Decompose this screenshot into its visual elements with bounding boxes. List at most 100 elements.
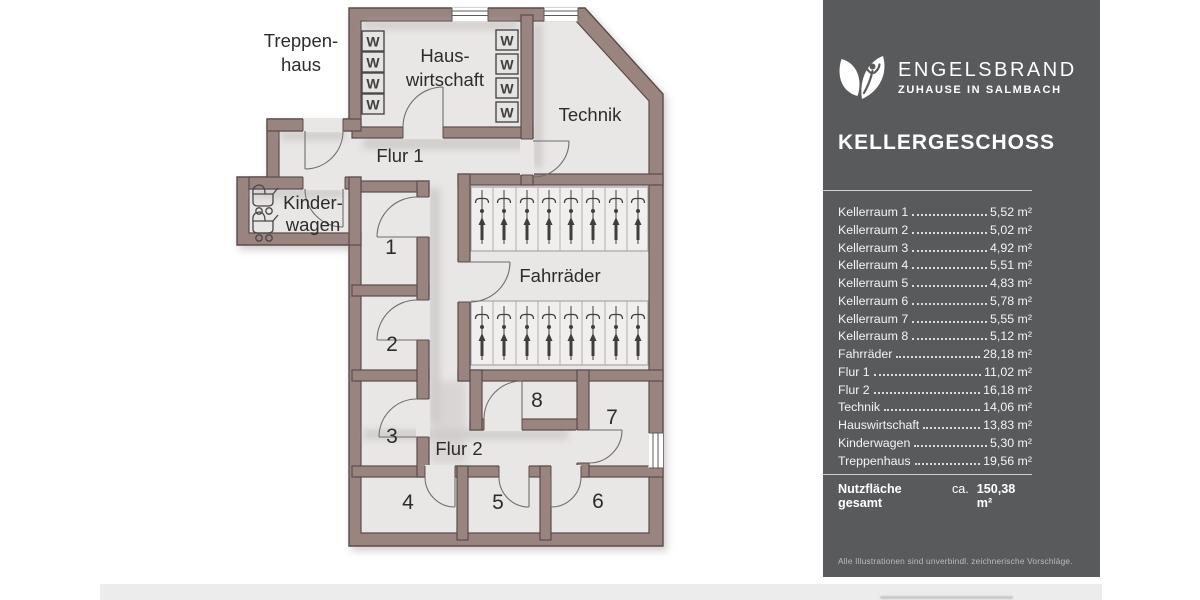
label-treppenhaus-line2: haus xyxy=(281,54,321,75)
table-row: Kellerraum 4 5,51 m² xyxy=(838,258,1032,276)
total-label: Nutzfläche gesamt xyxy=(838,482,902,511)
divider xyxy=(823,474,1032,476)
table-row: Technik 14,06 m² xyxy=(838,400,1032,418)
row-value: 5,12 m² xyxy=(989,329,1032,344)
row-label: Kellerraum 7 xyxy=(838,311,909,326)
row-label: Kellerraum 1 xyxy=(838,205,909,219)
table-row: Flur 2 16,18 m² xyxy=(838,383,1032,401)
label-fahrraeder: Fahrräder xyxy=(519,265,600,286)
label-room-6: 6 xyxy=(592,490,604,513)
table-row: Kellerraum 6 5,78 m² xyxy=(838,294,1032,312)
row-label: Kinderwagen xyxy=(838,435,911,450)
row-value: 5,55 m² xyxy=(989,311,1032,326)
bike-rack-bottom xyxy=(470,300,649,366)
brand-block: ENGELSBRAND ZUHAUSE IN SALMBACH xyxy=(823,0,1100,104)
info-sidebar: ENGELSBRAND ZUHAUSE IN SALMBACH KELLERGE… xyxy=(823,0,1100,577)
table-row: Kellerraum 2 5,02 m² xyxy=(838,223,1032,241)
row-label: Treppenhaus xyxy=(838,453,911,468)
row-label: Kellerraum 5 xyxy=(838,276,909,290)
label-room-7: 7 xyxy=(606,406,618,429)
table-row: Kinderwagen 5,30 m² xyxy=(838,436,1032,454)
dot-leader xyxy=(912,338,987,341)
row-value: 19,56 m² xyxy=(983,453,1032,468)
label-technik: Technik xyxy=(559,104,622,125)
row-label: Kellerraum 3 xyxy=(838,240,909,255)
dot-leader xyxy=(912,231,987,234)
label-room-4: 4 xyxy=(402,491,414,514)
row-value: 5,30 m² xyxy=(989,435,1032,450)
label-hauswirtschaft-line2: wirtschaft xyxy=(405,69,484,90)
row-value: 28,18 m² xyxy=(983,347,1032,361)
brand-text: ENGELSBRAND ZUHAUSE IN SALMBACH xyxy=(898,59,1077,96)
row-value: 5,52 m² xyxy=(989,205,1032,219)
brand-name: ENGELSBRAND xyxy=(898,58,1077,81)
dot-leader xyxy=(912,302,987,305)
label-hauswirtschaft-line1: Haus- xyxy=(420,45,469,66)
floor-shading xyxy=(251,21,568,464)
floor-plan: W xyxy=(236,7,664,547)
row-label: Kellerraum 6 xyxy=(838,293,909,308)
label-room-1: 1 xyxy=(385,236,397,259)
label-room-5: 5 xyxy=(492,491,504,514)
dot-leader xyxy=(873,373,982,376)
table-row: Flur 1 11,02 m² xyxy=(838,365,1032,383)
dot-leader xyxy=(923,427,981,429)
dot-leader xyxy=(914,444,987,447)
bottom-strip xyxy=(100,584,1102,600)
cropped-text-smudge xyxy=(880,596,1013,599)
label-room-2: 2 xyxy=(386,333,398,356)
table-row: Hauswirtschaft 13,83 m² xyxy=(838,418,1032,436)
row-label: Flur 1 xyxy=(838,364,870,379)
row-value: 11,02 m² xyxy=(984,364,1032,379)
row-label: Flur 2 xyxy=(838,382,870,397)
label-flur2: Flur 2 xyxy=(435,438,482,459)
table-row: Kellerraum 3 4,92 m² xyxy=(838,241,1032,259)
row-value: 5,02 m² xyxy=(989,222,1032,237)
disclaimer-text: Alle Illustrationen sind unverbindl. zei… xyxy=(838,556,1073,566)
dot-leader xyxy=(914,462,981,465)
table-row: Kellerraum 1 5,52 m² xyxy=(838,205,1032,223)
dot-leader xyxy=(884,409,981,412)
row-value: 13,83 m² xyxy=(983,418,1032,432)
dot-leader xyxy=(912,249,987,252)
door-arcs xyxy=(304,86,623,508)
dot-leader xyxy=(912,214,987,216)
table-row: Kellerraum 7 5,55 m² xyxy=(838,312,1032,330)
divider xyxy=(823,190,1032,191)
row-label: Technik xyxy=(838,400,881,415)
leaf-logo-icon xyxy=(839,56,885,99)
door-jambs xyxy=(302,119,589,477)
dot-leader xyxy=(912,320,987,323)
row-label: Kellerraum 4 xyxy=(838,258,909,273)
door-openings xyxy=(303,118,590,478)
washer-column-left xyxy=(361,30,385,115)
dot-leader xyxy=(912,285,987,287)
row-label: Kellerraum 8 xyxy=(838,329,909,344)
label-kinderwagen-line2: wagen xyxy=(285,214,341,235)
table-row: Kellerraum 8 5,12 m² xyxy=(838,329,1032,347)
bike-rack-top xyxy=(470,186,649,252)
row-value: 5,78 m² xyxy=(989,293,1032,308)
row-value: 4,92 m² xyxy=(989,240,1032,255)
dot-leader xyxy=(873,391,981,394)
row-value: 5,51 m² xyxy=(989,258,1032,273)
label-kinderwagen-line1: Kinder- xyxy=(283,192,343,213)
row-value: 14,06 m² xyxy=(983,400,1032,415)
brand-tagline: ZUHAUSE IN SALMBACH xyxy=(898,83,1062,96)
total-row: Nutzfläche gesamt ca. 150,38 m² xyxy=(838,482,1032,510)
total-approx: ca. xyxy=(951,482,969,497)
label-room-8: 8 xyxy=(531,389,543,412)
page-title: KELLERGESCHOSS xyxy=(838,131,1056,154)
row-value: 16,18 m² xyxy=(983,382,1032,397)
dot-leader xyxy=(896,356,981,358)
label-treppenhaus-line1: Treppen- xyxy=(264,30,338,51)
dot-leader xyxy=(912,267,987,270)
table-row: Kellerraum 5 4,83 m² xyxy=(838,276,1032,294)
row-label: Fahrräder xyxy=(838,347,893,361)
row-label: Kellerraum 2 xyxy=(838,222,909,237)
table-row: Treppenhaus 19,56 m² xyxy=(838,454,1032,472)
row-value: 4,83 m² xyxy=(989,276,1032,290)
row-label: Hauswirtschaft xyxy=(838,418,920,432)
label-flur1: Flur 1 xyxy=(376,145,423,166)
